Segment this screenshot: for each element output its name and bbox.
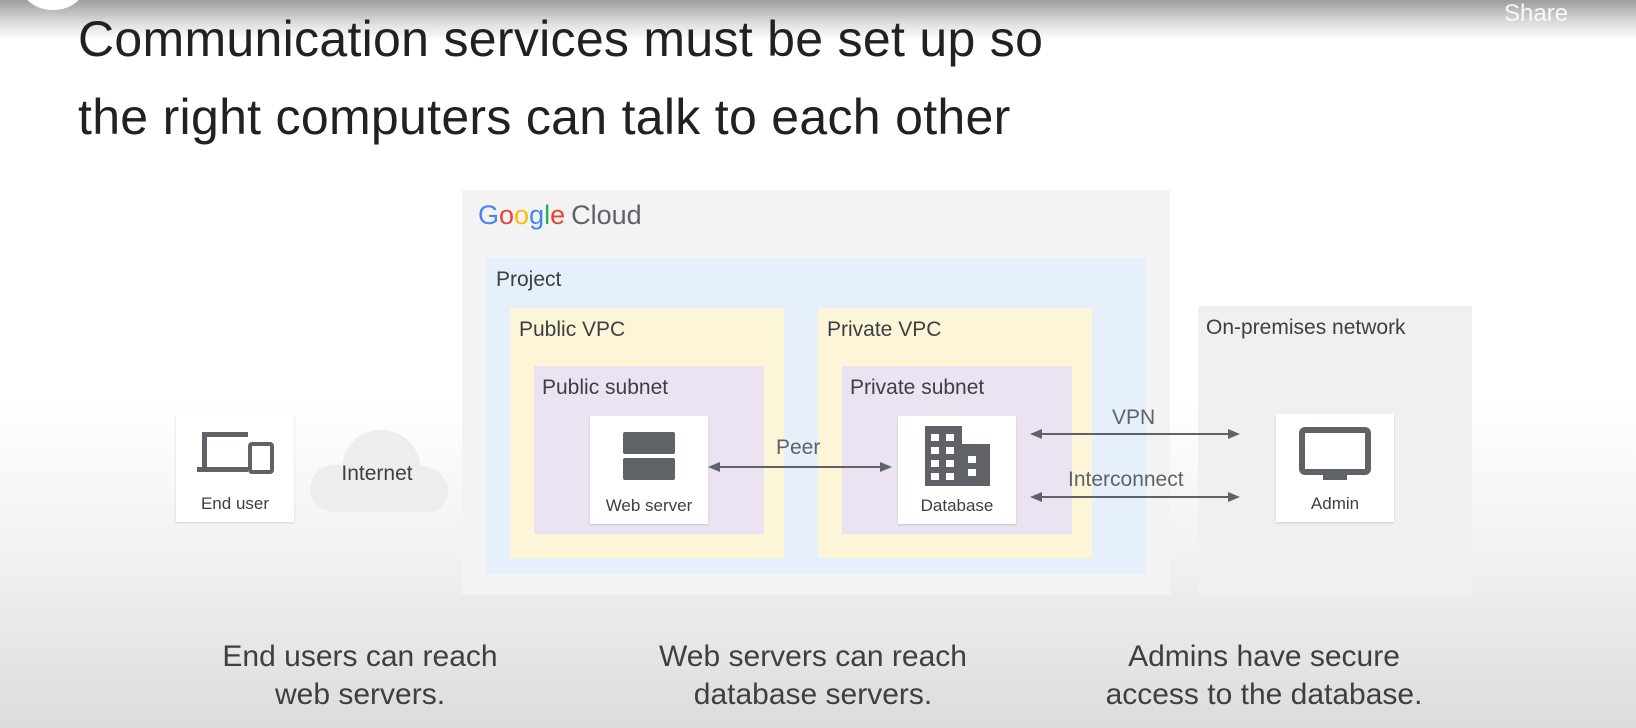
logo-letter-g2: g: [529, 200, 545, 230]
public-subnet-label: Public subnet: [542, 376, 669, 399]
database-label: Database: [920, 496, 994, 515]
caption-3-line-1: Admins have secure: [1128, 640, 1400, 673]
project-label: Project: [496, 268, 562, 291]
title-line-2: the right computers can talk to each oth…: [78, 89, 1011, 145]
on-premises-network-box: On-premises network Admin: [1198, 306, 1472, 596]
database-node[interactable]: Database: [898, 416, 1016, 524]
public-subnet-box: Public subnet Web server: [534, 366, 764, 534]
public-vpc-box: Public VPC Public subnet Web server: [510, 308, 784, 558]
peer-label: Peer: [776, 436, 821, 459]
logo-cloud-word: Cloud: [571, 200, 642, 230]
private-vpc-label: Private VPC: [827, 318, 942, 341]
share-button[interactable]: Share: [1504, 0, 1569, 27]
caption-1-line-1: End users can reach: [222, 640, 498, 673]
cloud-icon: [310, 429, 449, 513]
on-premises-label: On-premises network: [1206, 316, 1406, 339]
monitor-icon: [1299, 427, 1371, 480]
public-vpc-label: Public VPC: [519, 318, 626, 341]
logo-letter-o2: o: [514, 200, 530, 230]
logo-letter-g: G: [478, 200, 500, 230]
logo-letter-e: e: [550, 200, 566, 230]
caption-web-servers: Web servers can reach database servers.: [613, 638, 1013, 714]
logo-letter-l: l: [544, 200, 551, 230]
caption-admins: Admins have secure access to the databas…: [1064, 638, 1464, 714]
private-subnet-box: Private subnet Database: [842, 366, 1072, 534]
project-box: Project Public VPC Public subnet Web ser…: [486, 258, 1146, 574]
private-vpc-box: Private VPC Private subnet Database: [818, 308, 1092, 558]
caption-2-line-1: Web servers can reach: [659, 640, 967, 673]
internet-label: Internet: [341, 462, 413, 485]
devices-icon: [197, 432, 274, 474]
server-icon: [623, 432, 675, 480]
caption-3-line-2: access to the database.: [1105, 678, 1423, 711]
web-server-label: Web server: [605, 496, 693, 515]
building-icon: [925, 426, 990, 486]
interconnect-label: Interconnect: [1068, 468, 1184, 491]
admin-node[interactable]: Admin: [1276, 414, 1394, 522]
page-title: Communication services must be set up so…: [78, 0, 1278, 156]
web-server-node[interactable]: Web server: [590, 416, 708, 524]
caption-end-users: End users can reach web servers.: [160, 638, 560, 714]
vpn-label: VPN: [1112, 406, 1156, 429]
caption-1-line-2: web servers.: [274, 678, 446, 711]
admin-label: Admin: [1310, 494, 1360, 513]
title-line-1: Communication services must be set up so: [78, 11, 1044, 67]
channel-avatar[interactable]: [20, 0, 86, 10]
video-top-bar: [0, 0, 1636, 40]
caption-2-line-2: database servers.: [693, 678, 933, 711]
logo-letter-o1: o: [499, 200, 515, 230]
end-user-label: End user: [200, 494, 270, 513]
private-subnet-label: Private subnet: [850, 376, 985, 399]
end-user-node[interactable]: End user: [176, 414, 294, 522]
